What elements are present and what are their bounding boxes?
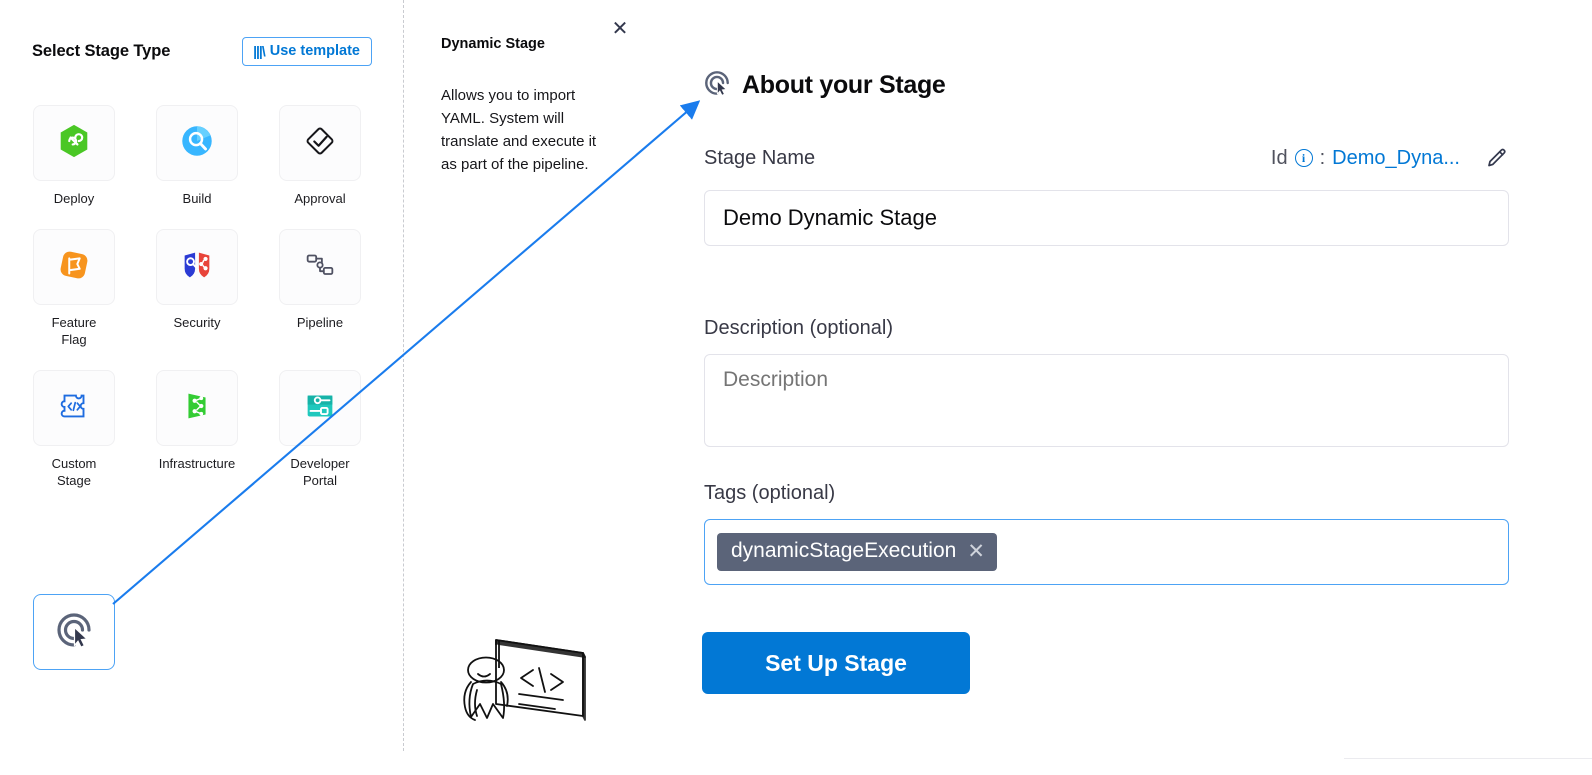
id-separator: :	[1319, 146, 1326, 169]
deploy-hexagon-icon	[55, 122, 93, 165]
panel-divider	[403, 0, 404, 751]
about-your-stage-panel: About your Stage Stage Name Id i : Demo_…	[702, 0, 1592, 775]
stage-card-infrastructure[interactable]: Infrastructure	[156, 370, 238, 489]
use-template-button[interactable]: |||\ Use template	[242, 36, 372, 66]
stage-card-label: Build	[182, 191, 212, 206]
stage-card-label: Approval	[294, 191, 346, 206]
tag-chip[interactable]: dynamicStageExecution ✕	[717, 533, 997, 571]
stage-card-body	[33, 594, 115, 670]
stage-info-panel: Dynamic Stage ✕ Allows you to import YAM…	[441, 0, 641, 775]
build-magnifier-icon	[178, 122, 216, 165]
security-shields-icon	[178, 246, 216, 289]
template-bars-icon: |||\	[253, 42, 266, 59]
tag-chip-label: dynamicStageExecution	[731, 539, 957, 562]
stage-card-dynamic-stage[interactable]	[33, 594, 115, 679]
stage-info-title: Dynamic Stage	[441, 36, 545, 52]
description-textarea[interactable]	[704, 354, 1509, 447]
dynamic-stage-target-cursor-icon	[702, 68, 732, 103]
stage-id-value[interactable]: Demo_Dyna...	[1332, 146, 1460, 169]
about-heading-row: About your Stage	[702, 68, 946, 103]
stage-card-approval[interactable]: Approval	[279, 105, 361, 207]
select-stage-type-panel: Select Stage Type |||\ Use template Depl…	[0, 0, 404, 775]
stage-card-body	[279, 229, 361, 305]
stage-card-label: Infrastructure	[158, 456, 236, 471]
dynamic-stage-target-cursor-icon	[53, 609, 95, 656]
info-icon[interactable]: i	[1294, 149, 1313, 167]
stage-info-description: Allows you to import YAML. System will t…	[441, 87, 597, 173]
description-label: Description (optional)	[704, 317, 893, 339]
about-heading-label: About your Stage	[742, 71, 946, 99]
pipeline-nodes-icon	[301, 246, 339, 289]
stage-card-label: Security	[173, 315, 221, 330]
close-icon[interactable]: ✕	[967, 539, 985, 563]
stage-card-body	[156, 370, 238, 446]
stage-card-label: Pipeline	[296, 315, 344, 330]
stage-name-label: Stage Name	[704, 146, 816, 169]
feature-flag-icon	[55, 246, 93, 289]
page-title: Select Stage Type	[32, 41, 171, 60]
footer-divider	[1344, 758, 1592, 759]
left-panel-header: Select Stage Type |||\ Use template	[32, 36, 372, 66]
stage-card-pipeline[interactable]: Pipeline	[279, 229, 361, 348]
stage-card-deploy[interactable]: Deploy	[33, 105, 115, 207]
stage-card-body	[279, 370, 361, 446]
person-presenting-code-board-illustration	[451, 612, 591, 724]
stage-card-label: Deploy	[53, 191, 95, 206]
stage-id-group: Id i : Demo_Dyna...	[1271, 146, 1509, 170]
developer-portal-icon	[301, 387, 339, 430]
stage-card-body	[33, 370, 115, 446]
stage-card-body	[33, 229, 115, 305]
id-label: Id	[1270, 146, 1288, 169]
stage-card-body	[156, 105, 238, 181]
stage-card-body	[33, 105, 115, 181]
pencil-icon[interactable]	[1485, 146, 1509, 170]
infrastructure-icon	[178, 387, 216, 430]
approval-check-diamond-icon	[301, 122, 339, 165]
stage-name-input[interactable]	[704, 190, 1509, 246]
stage-card-body	[156, 229, 238, 305]
stage-name-row: Stage Name Id i : Demo_Dyna...	[704, 146, 1509, 170]
stage-card-security[interactable]: Security	[156, 229, 238, 348]
tags-input[interactable]: dynamicStageExecution ✕	[704, 519, 1509, 585]
tags-label: Tags (optional)	[704, 482, 836, 504]
custom-stage-code-icon	[55, 387, 93, 430]
set-up-stage-button[interactable]: Set Up Stage	[702, 632, 970, 694]
stage-card-build[interactable]: Build	[156, 105, 238, 207]
stage-card-body	[279, 105, 361, 181]
use-template-label: Use template	[269, 42, 360, 59]
close-icon[interactable]: ✕	[605, 14, 635, 44]
